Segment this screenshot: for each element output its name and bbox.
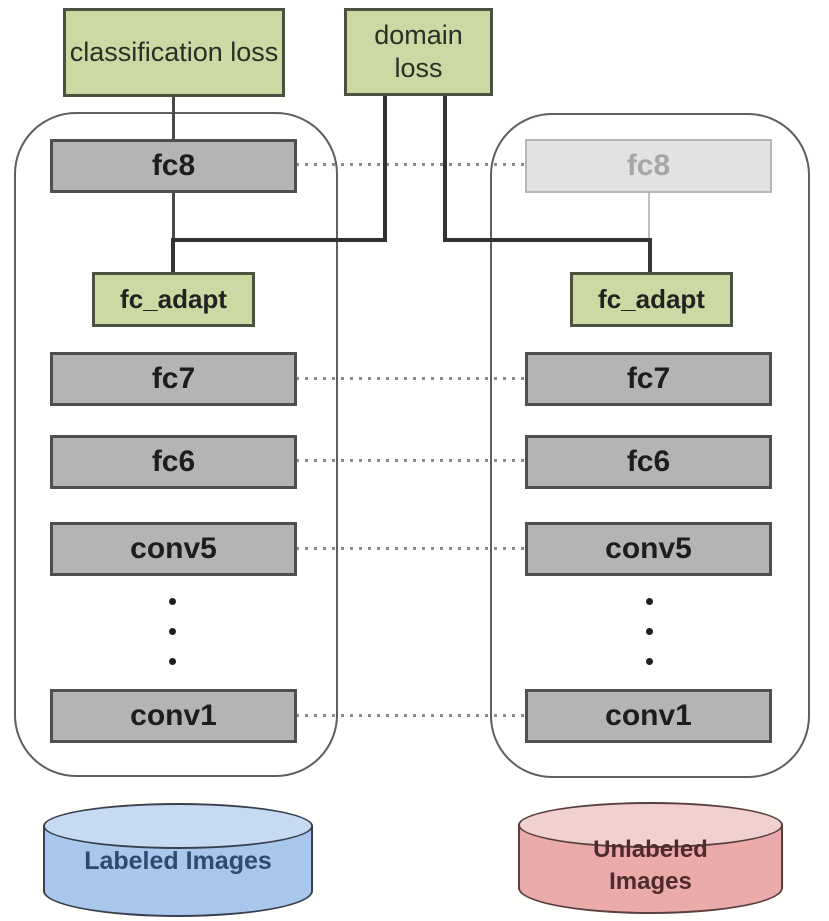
right-junction-horizontal-connector xyxy=(443,238,652,242)
target-fc8-to-adapt-connector-faded xyxy=(648,192,650,240)
target-fc-adapt-box: fc_adapt xyxy=(570,272,733,327)
source-hidden-layers-ellipsis xyxy=(169,598,176,665)
source-layer-conv1: conv1 xyxy=(50,689,297,743)
target-layer-conv1: conv1 xyxy=(525,689,772,743)
unlabeled-images-database-cylinder: Unlabeled Images xyxy=(518,802,783,914)
junction-to-target-fc-adapt-connector xyxy=(648,238,652,274)
left-junction-horizontal-connector xyxy=(171,238,387,242)
source-layer-fc8: fc8 xyxy=(50,139,297,193)
classification-loss-box: classification loss xyxy=(63,8,285,97)
labeled-images-label: Labeled Images xyxy=(84,847,272,875)
domain-loss-right-leg-connector xyxy=(443,94,447,242)
source-fc8-to-junction-connector xyxy=(172,192,175,240)
weight-share-dotted-link-fc6 xyxy=(296,459,526,462)
ellipsis-dot xyxy=(646,658,653,665)
ellipsis-dot xyxy=(169,628,176,635)
ellipsis-dot xyxy=(646,628,653,635)
target-layer-fc6: fc6 xyxy=(525,435,772,489)
source-layer-fc7: fc7 xyxy=(50,352,297,406)
weight-share-dotted-link-conv5 xyxy=(296,547,526,550)
source-fc-adapt-box: fc_adapt xyxy=(92,272,255,327)
weight-share-dotted-link-fc7 xyxy=(296,377,526,380)
source-layer-fc6: fc6 xyxy=(50,435,297,489)
unlabeled-images-label: Unlabeled Images xyxy=(593,836,708,896)
cylinder-top-ellipse xyxy=(518,802,783,848)
classification-loss-to-fc8-connector xyxy=(172,95,175,141)
target-layer-conv5: conv5 xyxy=(525,522,772,576)
source-layer-conv5: conv5 xyxy=(50,522,297,576)
target-hidden-layers-ellipsis xyxy=(646,598,653,665)
ellipsis-dot xyxy=(169,598,176,605)
labeled-images-database-cylinder: Labeled Images xyxy=(43,803,313,917)
target-layer-fc8-faded: fc8 xyxy=(525,139,772,193)
ellipsis-dot xyxy=(646,598,653,605)
domain-loss-left-leg-connector xyxy=(383,94,387,242)
source-network-container xyxy=(14,112,338,777)
weight-share-dotted-link-fc8 xyxy=(296,163,526,166)
cylinder-top-ellipse xyxy=(43,803,313,849)
ellipsis-dot xyxy=(169,658,176,665)
weight-share-dotted-link-conv1 xyxy=(296,714,526,717)
target-network-container xyxy=(490,113,810,778)
domain-loss-box: domain loss xyxy=(344,8,493,96)
junction-to-source-fc-adapt-connector xyxy=(171,238,175,274)
target-layer-fc7: fc7 xyxy=(525,352,772,406)
